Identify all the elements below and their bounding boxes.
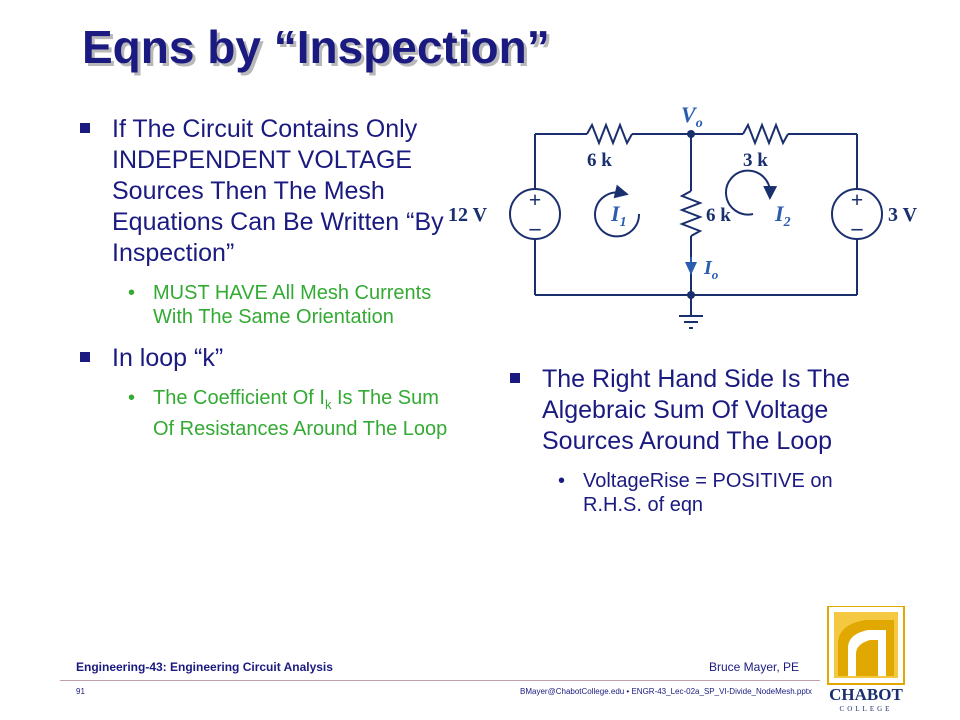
source-12v-plus: + [529, 187, 542, 212]
source-3v-plus: + [851, 187, 864, 212]
label-resistor-6k-center: 6 k [706, 205, 731, 226]
label-current-io: Io [703, 257, 719, 282]
mesh-circuit-diagram: + – + – 12 V 3 V 6 k 3 k 6 k Vo Io I1 I2 [448, 102, 918, 329]
label-node-vo: Vo [681, 102, 703, 131]
right-bullet-column: The Right Hand Side Is The Algebraic Sum… [510, 364, 890, 517]
current-io-arrowhead-icon [685, 262, 697, 275]
square-bullet-icon [80, 352, 90, 362]
sub-bullet-subscript: k [324, 397, 332, 412]
logo-subtitle: COLLEGE [840, 705, 893, 713]
footer-slide-number: 91 [76, 687, 85, 696]
sub-bullet-text-pre: The Coefficient Of I [153, 387, 325, 409]
bullet-loop-k: In loop “k” [80, 343, 450, 374]
sub-bullet-voltage-rise: • VoltageRise = POSITIVE on R.H.S. of eq… [510, 469, 890, 517]
sub-bullet-text: MUST HAVE All Mesh Currents With The Sam… [153, 282, 432, 328]
bullet-inspection-condition: If The Circuit Contains Only INDEPENDENT… [80, 114, 450, 269]
source-3v-minus: – [851, 215, 864, 240]
dot-bullet-icon: • [128, 387, 136, 409]
bullet-text: In loop “k” [112, 344, 224, 372]
label-3v: 3 V [888, 204, 918, 226]
label-mesh-i1: I1 [610, 201, 627, 230]
footer-course: Engineering-43: Engineering Circuit Anal… [76, 660, 333, 674]
label-12v: 12 V [448, 204, 488, 226]
square-bullet-icon [510, 373, 520, 383]
resistor-3k-symbol [742, 122, 789, 146]
mesh-current-2-arrow-icon [725, 169, 778, 216]
source-12v-minus: – [529, 215, 542, 240]
sub-bullet-coefficient: • The Coefficient Of Ik Is The Sum Of Re… [80, 386, 450, 441]
chabot-college-logo: CHABOT COLLEGE [827, 606, 905, 713]
voltage-source-12v-symbol [509, 188, 561, 240]
label-resistor-6k-left: 6 k [587, 150, 612, 171]
voltage-source-3v-symbol [831, 188, 883, 240]
sub-bullet-text-post: Is The Sum Of Resistances Around The Loo… [153, 387, 448, 440]
bullet-rhs: The Right Hand Side Is The Algebraic Sum… [510, 364, 890, 457]
label-mesh-i2: I2 [774, 201, 791, 230]
resistor-6k-center-symbol [679, 190, 703, 237]
mesh-current-1-arrow-icon [594, 184, 641, 238]
slide-title: Eqns by “Inspection” [82, 21, 550, 73]
sub-bullet-orientation: • MUST HAVE All Mesh Currents With The S… [80, 281, 450, 329]
square-bullet-icon [80, 123, 90, 133]
footer-author: Bruce Mayer, PE [709, 660, 800, 674]
footer-divider [60, 680, 820, 681]
bullet-text: If The Circuit Contains Only INDEPENDENT… [112, 115, 444, 267]
node-dot-bottom [687, 291, 695, 299]
footer-file-info: BMayer@ChabotCollege.edu • ENGR-43_Lec-0… [520, 687, 812, 696]
left-bullet-column: If The Circuit Contains Only INDEPENDENT… [80, 114, 450, 441]
logo-wordmark: CHABOT [829, 685, 903, 704]
resistor-6k-left-symbol [586, 122, 633, 146]
dot-bullet-icon: • [558, 470, 566, 492]
node-dot-top [687, 130, 695, 138]
sub-bullet-text: VoltageRise = POSITIVE on R.H.S. of eqn [583, 470, 833, 516]
label-resistor-3k: 3 k [743, 150, 768, 171]
bullet-text: The Right Hand Side Is The Algebraic Sum… [542, 365, 851, 455]
dot-bullet-icon: • [128, 282, 136, 304]
